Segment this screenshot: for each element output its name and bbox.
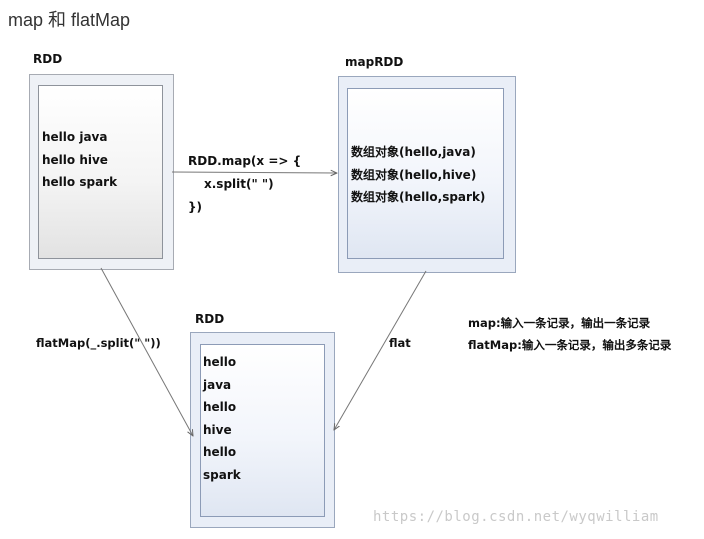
flat-arrow <box>334 270 427 430</box>
map-code: RDD.map(x => { x.split(" ") }) <box>188 150 301 219</box>
note-line: flatMap:输入一条记录，输出多条记录 <box>468 338 672 352</box>
map-rdd-line: 数组对象(hello,java) <box>351 145 476 159</box>
rdd-source-lines: hello java hello hive hello spark <box>42 126 117 194</box>
map-rdd-lines: 数组对象(hello,java) 数组对象(hello,hive) 数组对象(h… <box>351 141 485 209</box>
page-title: map 和 flatMap <box>8 10 131 30</box>
map-rdd-inner: 数组对象(hello,java) 数组对象(hello,hive) 数组对象(h… <box>347 88 504 259</box>
watermark: https://blog.csdn.net/wyqwilliam <box>373 509 659 525</box>
rdd-result-label: RDD <box>195 312 225 326</box>
rdd-result-line: java <box>203 377 232 392</box>
rdd-result-line: spark <box>203 467 241 482</box>
note-line: map:输入一条记录，输出一条记录 <box>468 316 651 330</box>
rdd-result-box: hello java hello hive hello spark <box>190 332 335 528</box>
rdd-result-inner: hello java hello hive hello spark <box>200 344 325 517</box>
rdd-source-box: hello java hello hive hello spark <box>29 74 174 270</box>
map-rdd-box: 数组对象(hello,java) 数组对象(hello,hive) 数组对象(h… <box>338 76 516 273</box>
map-code-line: RDD.map(x => { <box>188 154 302 168</box>
map-arrow <box>171 172 337 173</box>
rdd-source-inner: hello java hello hive hello spark <box>38 85 163 259</box>
map-rdd-line: 数组对象(hello,spark) <box>351 190 486 204</box>
flat-label: flat <box>389 336 411 350</box>
rdd-result-line: hello <box>203 400 237 414</box>
flatmap-label: flatMap(_.split(" ")) <box>36 336 161 350</box>
map-code-line: x.split(" ") <box>204 177 274 191</box>
rdd-source-line: hello hive <box>42 152 108 167</box>
rdd-source-line: hello spark <box>42 175 118 189</box>
map-code-line: }) <box>188 200 203 214</box>
map-rdd-line: 数组对象(hello,hive) <box>351 167 477 182</box>
notes: map:输入一条记录，输出一条记录 flatMap:输入一条记录，输出多条记录 <box>468 312 671 356</box>
rdd-result-lines: hello java hello hive hello spark <box>203 351 241 486</box>
rdd-result-line: hello <box>203 445 237 459</box>
map-rdd-label: mapRDD <box>345 55 404 69</box>
rdd-result-line: hive <box>203 422 232 437</box>
rdd-result-line: hello <box>203 355 237 369</box>
rdd-source-label: RDD <box>33 52 63 66</box>
rdd-source-line: hello java <box>42 130 108 144</box>
flatmap-arrow <box>100 267 193 436</box>
